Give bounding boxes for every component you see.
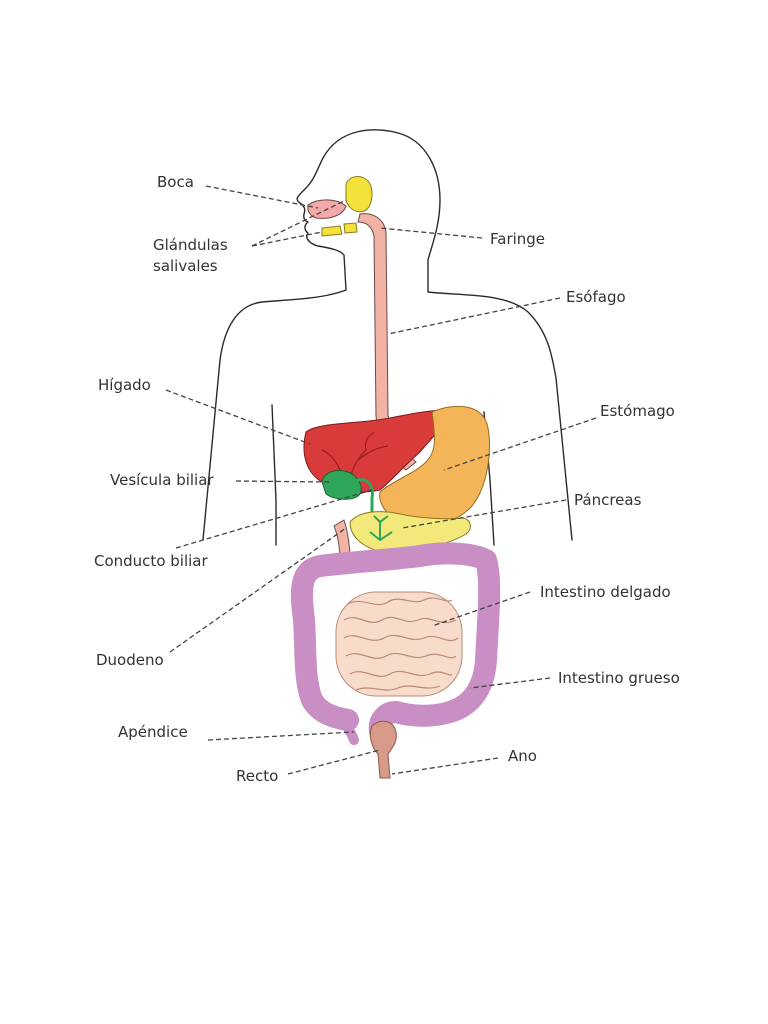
leader-ano <box>391 757 499 775</box>
rectum-shape <box>369 720 397 779</box>
gallbladder-shape <box>321 469 362 500</box>
label-estomago: Estómago <box>600 402 675 420</box>
leader-duodeno <box>169 527 347 653</box>
salivary-gland-lower-1 <box>321 225 343 237</box>
leader-estomago <box>443 417 597 471</box>
label-recto: Recto <box>236 767 278 785</box>
pancreatic-duct <box>369 515 393 542</box>
label-vesicula: Vesícula biliar <box>110 471 214 489</box>
leader-recto <box>287 749 381 775</box>
leader-int-delgado <box>431 591 531 627</box>
salivary-gland-lower-2 <box>343 222 358 234</box>
label-pancreas: Páncreas <box>574 491 642 509</box>
leader-pancreas <box>401 499 567 529</box>
small-intestine-base <box>335 591 463 697</box>
label-faringe: Faringe <box>490 230 545 248</box>
appendix-shape <box>333 711 359 745</box>
bile-duct-shape <box>356 478 374 522</box>
label-esofago: Esófago <box>566 288 626 306</box>
label-higado: Hígado <box>98 376 151 394</box>
label-ano: Ano <box>508 747 537 765</box>
label-int-delgado: Intestino delgado <box>540 583 671 601</box>
leader-conducto <box>175 489 373 549</box>
leader-esofago <box>387 297 561 335</box>
label-glandulas-line1: Glándulas <box>153 236 228 254</box>
liver-veins <box>321 431 389 481</box>
label-int-grueso: Intestino grueso <box>558 669 680 687</box>
leader-boca <box>205 185 319 209</box>
leader-glandulas-1 <box>251 199 347 247</box>
leader-int-grueso <box>469 677 551 689</box>
leader-glandulas-2 <box>251 231 323 247</box>
labels: Boca Glándulas salivales Faringe Esófago… <box>94 173 680 785</box>
large-intestine-shape <box>290 542 501 731</box>
leader-higado <box>165 389 311 445</box>
salivary-gland-upper <box>345 176 373 213</box>
label-glandulas-line2: salivales <box>153 257 218 275</box>
leader-faringe <box>379 227 483 239</box>
small-intestine-coils <box>343 597 459 691</box>
label-apendice: Apéndice <box>118 723 188 741</box>
leader-lines <box>165 185 597 775</box>
label-duodeno: Duodeno <box>96 651 164 669</box>
label-conducto: Conducto biliar <box>94 552 208 570</box>
esophagus-shape <box>357 213 417 471</box>
leader-vesicula <box>235 480 331 483</box>
leader-apendice <box>207 731 355 741</box>
label-boca: Boca <box>157 173 194 191</box>
